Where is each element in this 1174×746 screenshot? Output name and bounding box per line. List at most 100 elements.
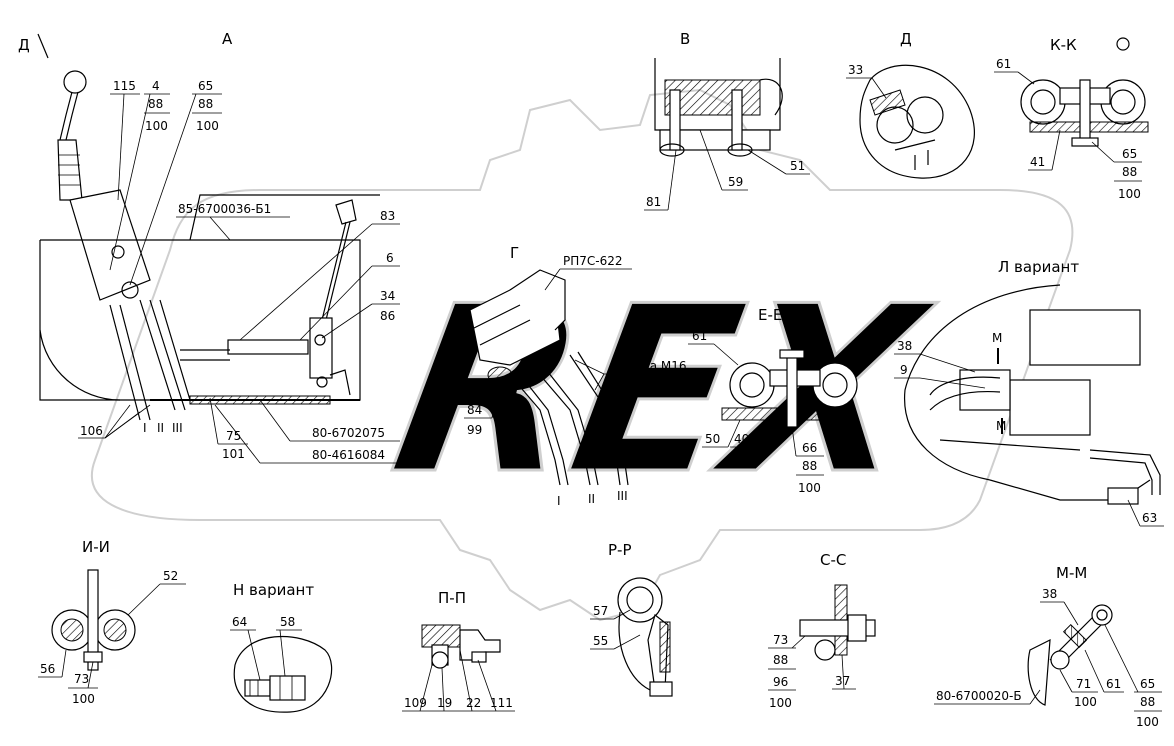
rubber-boot bbox=[57, 139, 83, 201]
view-l: Л вариант 38 9 М М 63 bbox=[894, 258, 1164, 527]
view-ss-title: С-С bbox=[820, 551, 846, 569]
callout-number: 86 bbox=[380, 309, 395, 323]
callout-number: 80-6702075 bbox=[312, 426, 385, 440]
view-rr-title: Р-Р bbox=[608, 541, 632, 559]
callout-number: 100 bbox=[72, 692, 95, 706]
control-housing bbox=[69, 189, 151, 301]
callout-number: 80-4616084 bbox=[312, 448, 385, 462]
callout-number: 51 bbox=[790, 159, 805, 173]
callout-number: 73 bbox=[773, 633, 788, 647]
view-d: Д 33 bbox=[846, 30, 975, 179]
callout-number: 100 bbox=[798, 481, 821, 495]
lever-bracket bbox=[309, 317, 333, 379]
callout-number: 6 bbox=[386, 251, 394, 265]
callout-number: 99 bbox=[467, 423, 482, 437]
callout-number: 22 bbox=[466, 696, 481, 710]
callout-number: 52 bbox=[163, 569, 178, 583]
callout-number: Гайка М16 bbox=[620, 359, 687, 373]
view-mm-title: М-М bbox=[1056, 564, 1087, 582]
callout-number: 83 bbox=[380, 209, 395, 223]
view-ii-title: И-И bbox=[82, 538, 110, 556]
view-l-title: Л вариант bbox=[998, 258, 1079, 276]
view-n-title: Н вариант bbox=[233, 581, 314, 599]
view-ee-title: Е-Е bbox=[758, 306, 782, 324]
callout-number: 40 bbox=[734, 432, 749, 446]
cylinder-rod bbox=[227, 339, 309, 355]
callout-number: 85-6700036-Б1 bbox=[178, 202, 271, 216]
view-a-title: А bbox=[222, 30, 233, 48]
callout-number: 100 bbox=[1136, 715, 1159, 729]
hand-lever-grip bbox=[335, 199, 357, 225]
callout-number: 19 bbox=[437, 696, 452, 710]
callout-number: 100 bbox=[1074, 695, 1097, 709]
callout-number: 65 bbox=[1122, 147, 1137, 161]
callout-number: 64 bbox=[232, 615, 247, 629]
view-ii: И-И 52 56 73 100 bbox=[38, 538, 186, 706]
callout-number: 55 bbox=[593, 634, 608, 648]
callout-number: 65 bbox=[1140, 677, 1155, 691]
callout-number: 61 bbox=[1106, 677, 1121, 691]
view-a: А Д 115 4 88 100 bbox=[18, 30, 400, 464]
callout-number: 111 bbox=[490, 696, 513, 710]
callout-number: 65 bbox=[198, 79, 213, 93]
callout-number: 38 bbox=[897, 339, 912, 353]
view-a-callouts: 115 4 88 100 65 88 100 85-6700036-Б1 83 … bbox=[78, 79, 400, 464]
callout-number: 115 bbox=[113, 79, 136, 93]
callout-number: III bbox=[172, 421, 183, 435]
view-g-title: Г bbox=[510, 244, 519, 262]
callout-number: 100 bbox=[769, 696, 792, 710]
callout-number: 106 bbox=[80, 424, 103, 438]
watermark: REX bbox=[90, 88, 1074, 622]
callout-number: 100 bbox=[196, 119, 219, 133]
callout-number: 88 bbox=[802, 459, 817, 473]
callout-number: 61 bbox=[692, 329, 707, 343]
callout-number: 50 bbox=[705, 432, 720, 446]
callout-number: 58 bbox=[280, 615, 295, 629]
callout-number: 88 bbox=[198, 97, 213, 111]
callout-number: III bbox=[617, 489, 628, 503]
callout-number: 96 bbox=[773, 675, 788, 689]
view-n: Н вариант 64 58 bbox=[230, 581, 333, 713]
callout-number: II bbox=[157, 421, 164, 435]
view-kk-title: К-К bbox=[1050, 36, 1077, 54]
watermark-gear bbox=[90, 88, 1074, 622]
callout-number: 81 bbox=[646, 195, 661, 209]
callout-number: 57 bbox=[593, 604, 608, 618]
view-g: Г РП7С-622 Гайка М16 84 99 I II III bbox=[464, 244, 700, 508]
view-v: В 81 59 51 bbox=[644, 30, 810, 211]
view-d-arrow bbox=[37, 33, 49, 59]
callout-number: 100 bbox=[1118, 187, 1141, 201]
callout-number: 88 bbox=[773, 653, 788, 667]
callout-number: 33 bbox=[848, 63, 863, 77]
callout-number: 80-6700020-Б bbox=[936, 689, 1022, 703]
callout-number: 73 bbox=[74, 672, 89, 686]
view-pp: П-П 109 19 22 111 bbox=[402, 589, 515, 712]
callout-number: 4 bbox=[152, 79, 160, 93]
callout-number: РП7С-622 bbox=[563, 254, 623, 268]
callout-number: 38 bbox=[1042, 587, 1057, 601]
callout-number: 88 bbox=[148, 97, 163, 111]
view-d-title: Д bbox=[900, 30, 912, 48]
view-kk: К-К 61 41 65 88 100 bbox=[994, 36, 1149, 201]
callout-number: 9 bbox=[900, 363, 908, 377]
callout-number: 101 bbox=[222, 447, 245, 461]
callout-number: 66 bbox=[802, 441, 817, 455]
view-ee: Е-Е 61 50 40 66 88 100 bbox=[688, 306, 858, 495]
view-rr: Р-Р 57 55 bbox=[590, 541, 673, 697]
callout-number: 56 bbox=[40, 662, 55, 676]
callout-number: II bbox=[588, 492, 595, 506]
callout-number: 59 bbox=[728, 175, 743, 189]
callout-number: 100 bbox=[145, 119, 168, 133]
view-ss: С-С 73 88 96 100 37 bbox=[768, 551, 876, 710]
callout-number: I bbox=[143, 421, 147, 435]
view-v-title: В bbox=[680, 30, 690, 48]
watermark-text: REX bbox=[378, 257, 947, 525]
callout-number: 41 bbox=[1030, 155, 1045, 169]
callout-number: 37 bbox=[835, 674, 850, 688]
view-d-arrow-label: Д bbox=[18, 36, 30, 54]
callout-number: 34 bbox=[380, 289, 395, 303]
lever-knob bbox=[63, 70, 87, 94]
callout-number: 84 bbox=[467, 403, 482, 417]
callout-number: М bbox=[992, 331, 1002, 345]
